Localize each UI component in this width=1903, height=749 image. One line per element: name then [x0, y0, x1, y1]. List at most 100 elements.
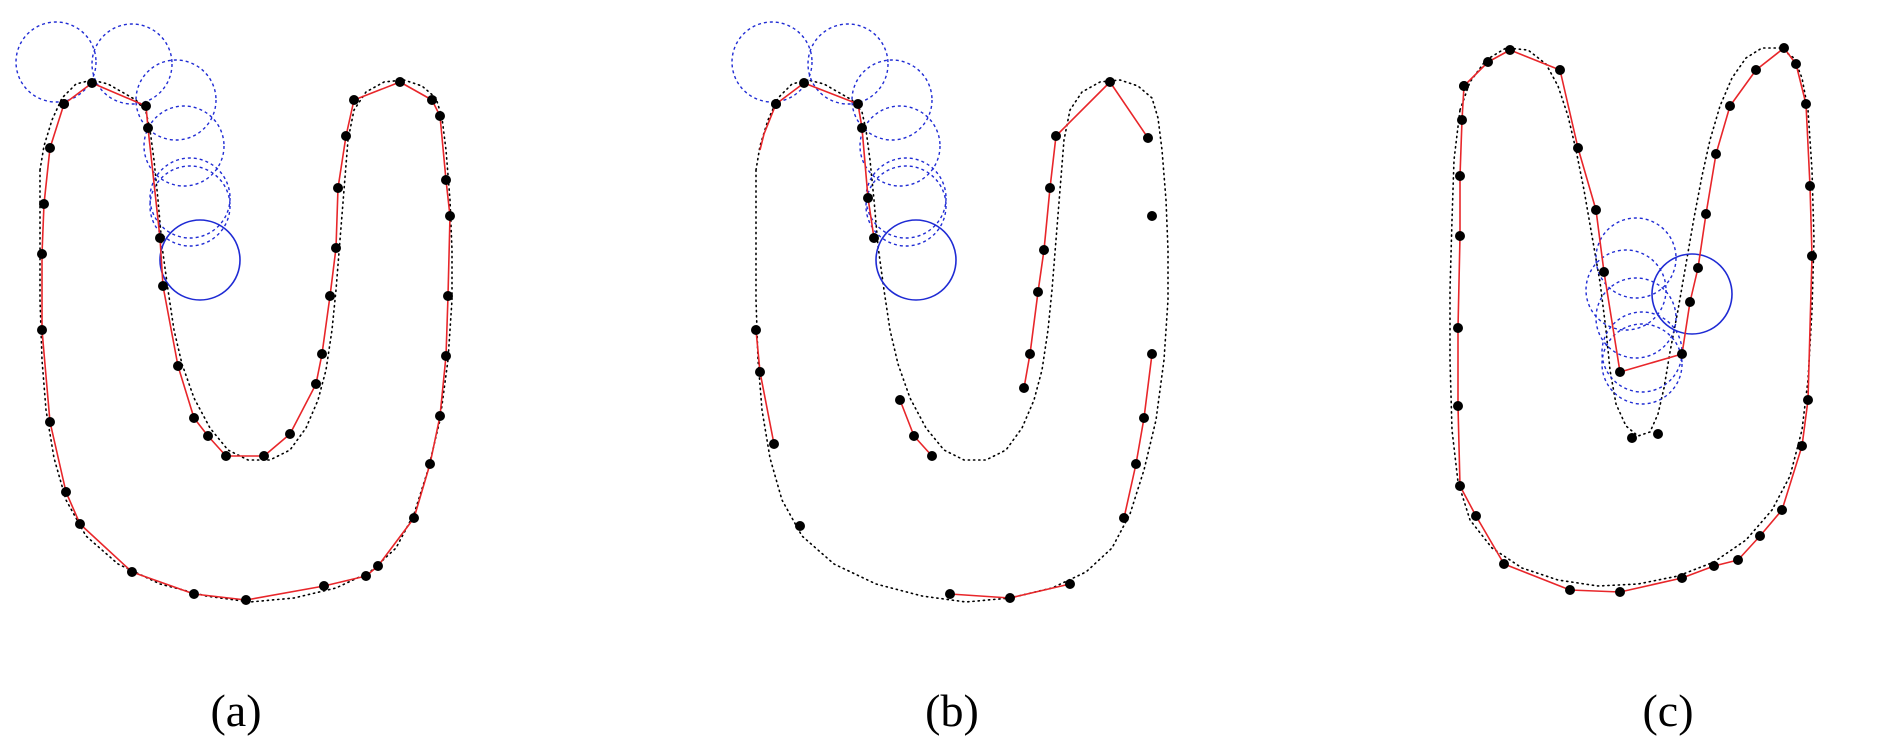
- previous-circle: [149, 165, 231, 247]
- sample-point: [333, 183, 343, 193]
- sample-point: [1139, 413, 1149, 423]
- sample-point: [361, 571, 371, 581]
- active-circle: [1651, 253, 1733, 335]
- sample-point: [435, 411, 445, 421]
- sample-point: [1709, 561, 1719, 571]
- sample-point: [1803, 395, 1813, 405]
- sample-point: [39, 199, 49, 209]
- active-circle: [159, 219, 241, 301]
- sample-point: [1599, 267, 1609, 277]
- sample-point: [1573, 143, 1583, 153]
- sample-point: [1147, 211, 1157, 221]
- previous-circle: [807, 23, 889, 105]
- sample-point: [799, 78, 809, 88]
- polyline-segment: [1123, 353, 1153, 519]
- sample-point: [755, 367, 765, 377]
- reference-curve: [39, 79, 453, 603]
- sample-point: [445, 211, 455, 221]
- active-circle: [875, 219, 957, 301]
- sample-point: [409, 513, 419, 523]
- sample-point: [285, 429, 295, 439]
- polyline-segment: [1023, 135, 1057, 389]
- sample-point: [1483, 57, 1493, 67]
- sample-point: [1455, 171, 1465, 181]
- sample-point: [373, 561, 383, 571]
- sample-point: [1565, 585, 1575, 595]
- sample-point: [1779, 43, 1789, 53]
- sample-point: [895, 395, 905, 405]
- previous-circle: [91, 23, 173, 105]
- sample-point: [857, 123, 867, 133]
- sample-point: [945, 589, 955, 599]
- polyline-segment: [41, 81, 451, 601]
- sample-point: [1733, 555, 1743, 565]
- sample-point: [1033, 287, 1043, 297]
- polyline-segment: [755, 329, 775, 445]
- sample-point: [1051, 131, 1061, 141]
- sample-point: [75, 519, 85, 529]
- caption-a: (a): [210, 685, 261, 736]
- sample-point: [331, 243, 341, 253]
- sample-point: [1693, 263, 1703, 273]
- sample-point: [1105, 77, 1115, 87]
- sample-point: [1455, 481, 1465, 491]
- sample-point: [395, 77, 405, 87]
- sample-point: [1555, 65, 1565, 75]
- sample-point: [1457, 115, 1467, 125]
- sample-point: [1615, 367, 1625, 377]
- sample-point: [1677, 573, 1687, 583]
- sample-point: [1455, 231, 1465, 241]
- sample-point: [259, 451, 269, 461]
- sample-point: [795, 521, 805, 531]
- sample-point: [1805, 181, 1815, 191]
- sample-point: [173, 361, 183, 371]
- reference-curve: [755, 79, 1169, 603]
- sample-point: [141, 101, 151, 111]
- sample-point: [221, 451, 231, 461]
- sample-point: [1025, 349, 1035, 359]
- sample-point: [1119, 513, 1129, 523]
- sample-point: [341, 131, 351, 141]
- previous-circle: [859, 105, 941, 187]
- sample-point: [1801, 99, 1811, 109]
- sample-point: [1453, 401, 1463, 411]
- sample-point: [863, 193, 873, 203]
- previous-circle: [149, 157, 231, 239]
- sample-point: [927, 451, 937, 461]
- sample-point: [1019, 383, 1029, 393]
- sample-point: [1725, 101, 1735, 111]
- sample-point: [1147, 349, 1157, 359]
- sample-point: [1755, 531, 1765, 541]
- sample-point: [435, 111, 445, 121]
- sample-point: [143, 123, 153, 133]
- sample-point: [59, 99, 69, 109]
- previous-circle: [1601, 323, 1683, 405]
- sample-point: [1065, 579, 1075, 589]
- polyline-segment: [759, 103, 777, 151]
- previous-circle: [865, 157, 947, 239]
- sample-point: [203, 431, 213, 441]
- previous-circle: [135, 59, 217, 141]
- sample-point: [45, 417, 55, 427]
- sample-point: [158, 281, 168, 291]
- sample-point: [189, 413, 199, 423]
- sample-point: [441, 175, 451, 185]
- sample-point: [61, 487, 71, 497]
- sample-point: [1701, 209, 1711, 219]
- polyline-segment: [1461, 49, 1683, 373]
- sample-point: [1459, 81, 1469, 91]
- sample-point: [427, 95, 437, 105]
- sample-point: [349, 95, 359, 105]
- sample-point: [1653, 429, 1663, 439]
- sample-point: [1685, 297, 1695, 307]
- previous-circle: [1585, 249, 1667, 331]
- sample-point: [325, 291, 335, 301]
- sample-point: [1471, 511, 1481, 521]
- previous-circle: [731, 21, 813, 103]
- sample-point: [443, 291, 453, 301]
- sample-point: [1453, 323, 1463, 333]
- sample-point: [1797, 441, 1807, 451]
- panel-a: [15, 21, 455, 605]
- sample-point: [425, 459, 435, 469]
- sample-point: [751, 325, 761, 335]
